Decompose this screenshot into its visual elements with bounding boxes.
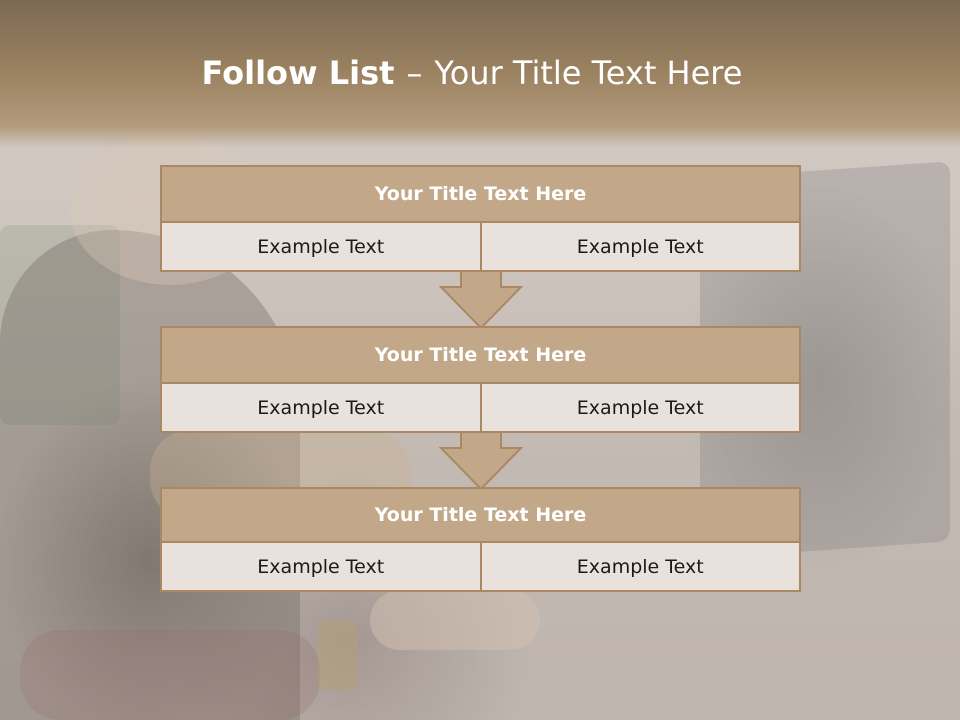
slide-title-rest: Your Title Text Here — [434, 54, 743, 92]
flow-block-1: Your Title Text Here Example Text Exampl… — [160, 165, 801, 272]
flow-cell-right: Example Text — [479, 543, 801, 592]
slide-title-dash: – — [406, 54, 423, 92]
down-arrow-icon — [438, 431, 524, 491]
flow-cell-left: Example Text — [160, 543, 482, 592]
flow-block-title: Your Title Text Here — [160, 326, 801, 384]
flow-block-cells: Example Text Example Text — [160, 384, 801, 433]
flow-block-2: Your Title Text Here Example Text Exampl… — [160, 326, 801, 433]
flow-block-cells: Example Text Example Text — [160, 223, 801, 272]
title-band — [0, 0, 960, 148]
flow-cell-left: Example Text — [160, 223, 482, 272]
flow-block-title: Your Title Text Here — [160, 487, 801, 543]
slide-title-bold: Follow List — [201, 54, 395, 92]
flow-cell-left: Example Text — [160, 384, 482, 433]
flow-cell-right: Example Text — [479, 384, 801, 433]
flow-block-cells: Example Text Example Text — [160, 543, 801, 592]
down-arrow-icon — [438, 270, 524, 330]
flow-cell-right: Example Text — [479, 223, 801, 272]
flow-block-title: Your Title Text Here — [160, 165, 801, 223]
flow-block-3: Your Title Text Here Example Text Exampl… — [160, 487, 801, 592]
slide-title: Follow List–Your Title Text Here — [0, 54, 944, 92]
